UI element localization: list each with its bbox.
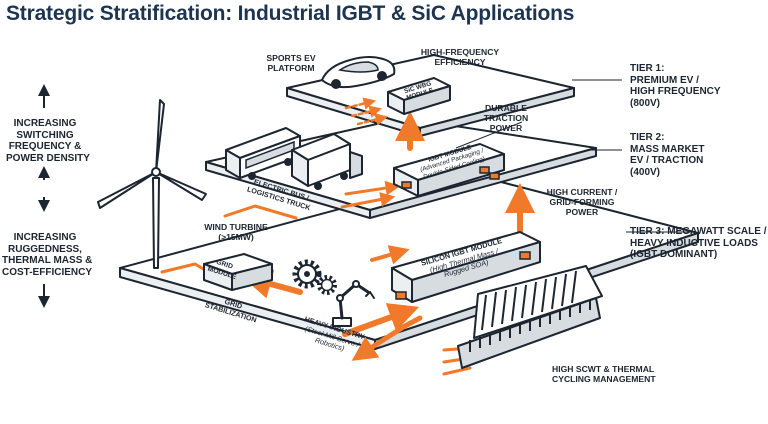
sports-car-icon — [321, 56, 396, 89]
tier3-line: (IGBT DOMINANT) — [630, 249, 718, 260]
tier3-line: HEAVY INDUCTIVE LOADS — [630, 237, 758, 249]
tier1-line: HIGH FREQUENCY — [630, 86, 721, 97]
grid-module-box — [203, 253, 273, 291]
high-scwt-line: CYCLING MANAGEMENT — [552, 374, 656, 384]
left-axis-top-line: FREQUENCY & — [8, 141, 82, 152]
left-axis-bottom-line: RUGGEDNESS, — [8, 243, 82, 255]
tier3-line: TIER 3: MEGAWATT SCALE / — [630, 226, 767, 237]
tier2-line: EV / TRACTION — [630, 155, 704, 166]
left-axis-top-line: POWER DENSITY — [6, 152, 90, 164]
high-scwt-line: HIGH SCWT & THERMAL — [552, 364, 655, 374]
silicon-igbt-module-box — [391, 231, 541, 303]
high-current-label: HIGH CURRENT / GRID-FORMING POWER — [536, 187, 628, 217]
wind-turbine-icon — [97, 99, 207, 269]
high-current-line: POWER — [565, 207, 599, 217]
igbt-module-box — [393, 143, 505, 197]
wind-turbine-line: (>15MW) — [218, 232, 254, 242]
sports-ev-line: PLATFORM — [267, 63, 315, 73]
tier1-line: TIER 1: — [630, 63, 665, 74]
high-scwt-label: HIGH SCWT & THERMAL CYCLING MANAGEMENT — [552, 364, 656, 384]
durable-traction-line: POWER — [489, 123, 523, 133]
electric-bus-icon — [225, 127, 301, 180]
high-current-line: HIGH CURRENT / — [546, 187, 618, 197]
durable-traction-line: TRACTION — [483, 113, 529, 123]
heatsink-icon — [457, 265, 603, 369]
page-title: Strategic Stratification: Industrial IGB… — [6, 2, 575, 25]
hf-efficiency-line: HIGH-FREQUENCY — [420, 47, 500, 57]
robot-arm-icon — [332, 280, 375, 327]
tier2-line: MASS MARKET — [630, 143, 705, 155]
logistics-truck-icon — [291, 133, 363, 190]
durable-traction-label: DURABLE TRACTION POWER — [474, 103, 538, 133]
left-axis-bottom-label: INCREASING RUGGEDNESS, THERMAL MASS & CO… — [2, 232, 93, 278]
tier-leader-lines — [455, 79, 694, 233]
left-axis-top-line: SWITCHING — [16, 129, 74, 141]
tier1-label: TIER 1: PREMIUM EV / HIGH FREQUENCY (800… — [630, 63, 721, 109]
left-axis-bottom-line: THERMAL MASS & — [2, 255, 93, 266]
high-current-line: GRID-FORMING — [549, 197, 615, 207]
sports-ev-line: SPORTS EV — [266, 53, 316, 63]
hf-efficiency-line: EFFICIENCY — [434, 57, 486, 67]
gear-icon — [292, 259, 337, 295]
tier2-line: (400V) — [630, 166, 661, 178]
tier1-line: (800V) — [630, 97, 661, 109]
sports-ev-label: SPORTS EV PLATFORM — [256, 53, 326, 73]
wind-turbine-line: WIND TURBINE — [204, 222, 268, 232]
tier1-line: PREMIUM EV / — [630, 74, 699, 86]
left-axis-bottom-line: COST-EFFICIENCY — [2, 266, 93, 278]
left-axis-top-line: INCREASING — [13, 118, 77, 129]
power-flow-arrows — [160, 97, 535, 376]
tier2-label: TIER 2: MASS MARKET EV / TRACTION (400V) — [630, 132, 704, 178]
sic-wbg-module-box — [387, 77, 451, 115]
left-axis-bottom-line: INCREASING — [13, 232, 77, 243]
hf-efficiency-label: HIGH-FREQUENCY EFFICIENCY — [410, 47, 510, 67]
durable-traction-line: DURABLE — [484, 103, 527, 113]
left-axis-top-label: INCREASING SWITCHING FREQUENCY & POWER D… — [6, 118, 90, 164]
tier3-label: TIER 3: MEGAWATT SCALE / HEAVY INDUCTIVE… — [630, 226, 766, 261]
wind-turbine-label: WIND TURBINE (>15MW) — [196, 222, 276, 242]
tier2-line: TIER 2: — [630, 132, 665, 143]
